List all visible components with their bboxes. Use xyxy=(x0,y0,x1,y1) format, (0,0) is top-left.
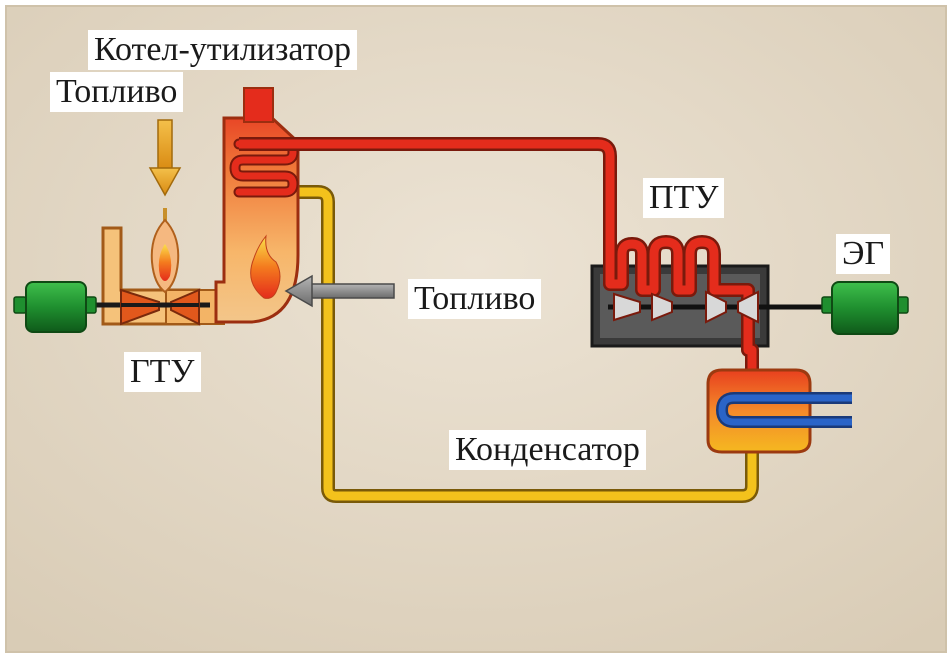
fuel-side-arrow-icon xyxy=(284,274,313,308)
fuel-top-arrow-icon xyxy=(148,167,182,197)
fuel-top-label: Топливо xyxy=(50,72,184,112)
fuel-side-label: Топливо xyxy=(408,279,542,319)
condenser-label: Конденсатор xyxy=(449,430,646,470)
condenser xyxy=(706,368,812,454)
panel-background xyxy=(5,5,947,653)
boiler-chimney xyxy=(243,87,274,123)
eg-label: ЭГ xyxy=(836,234,891,274)
steam-stage-1-blades xyxy=(613,292,641,322)
gtu-generator xyxy=(25,281,87,333)
boiler-label: Котел-утилизатор xyxy=(88,30,358,70)
steam-stage-3a-blades xyxy=(705,290,727,324)
ptu-label: ПТУ xyxy=(643,178,725,218)
steam-pipe xyxy=(239,139,615,236)
gtu-generator-left-cap xyxy=(13,296,27,314)
eg-generator xyxy=(831,281,899,335)
gtu-label: ГТУ xyxy=(124,352,201,392)
boiler-coil xyxy=(231,140,297,196)
combustion-flame-icon xyxy=(158,244,172,281)
fuel-top-arrow-shaft xyxy=(157,119,173,171)
steam-turbine-pipe xyxy=(605,236,757,372)
steam-stage-3b-blades xyxy=(737,290,759,324)
cooling-water-tube xyxy=(718,394,852,426)
fuel-side-arrow-shaft xyxy=(309,283,395,299)
boiler-flame-icon xyxy=(250,234,281,299)
steam-stage-2-blades xyxy=(651,292,673,322)
